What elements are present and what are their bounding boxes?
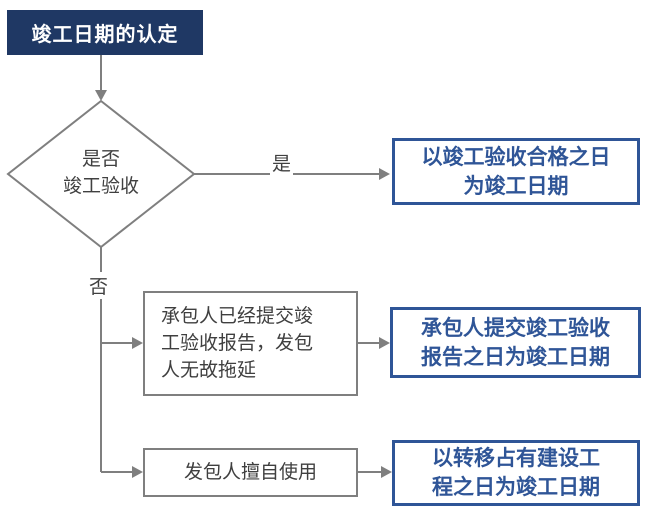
arrowhead-use-result-icon — [381, 466, 392, 478]
condition-report-box: 承包人已经提交竣 工验收报告，发包 人无故拖延 — [143, 291, 358, 396]
result-report-box: 承包人提交竣工验收 报告之日为竣工日期 — [390, 307, 641, 378]
arrowhead-down-icon — [95, 90, 107, 101]
decision-diamond-label: 是否 竣工验收 — [62, 149, 139, 197]
condition-use-box: 发包人擅自使用 — [143, 448, 358, 497]
no-branch-label: 否 — [87, 272, 111, 299]
arrowhead-use-icon — [132, 466, 143, 478]
arrowhead-pass-icon — [379, 168, 390, 180]
title-box: 竣工日期的认定 — [7, 10, 203, 55]
arrowhead-report-result-icon — [379, 337, 390, 349]
result-use-box: 以转移占有建设工 程之日为竣工日期 — [392, 440, 640, 506]
arrowhead-report-icon — [132, 337, 143, 349]
result-pass-box: 以竣工验收合格之日 为竣工日期 — [392, 138, 640, 205]
yes-branch-label: 是 — [270, 149, 294, 176]
